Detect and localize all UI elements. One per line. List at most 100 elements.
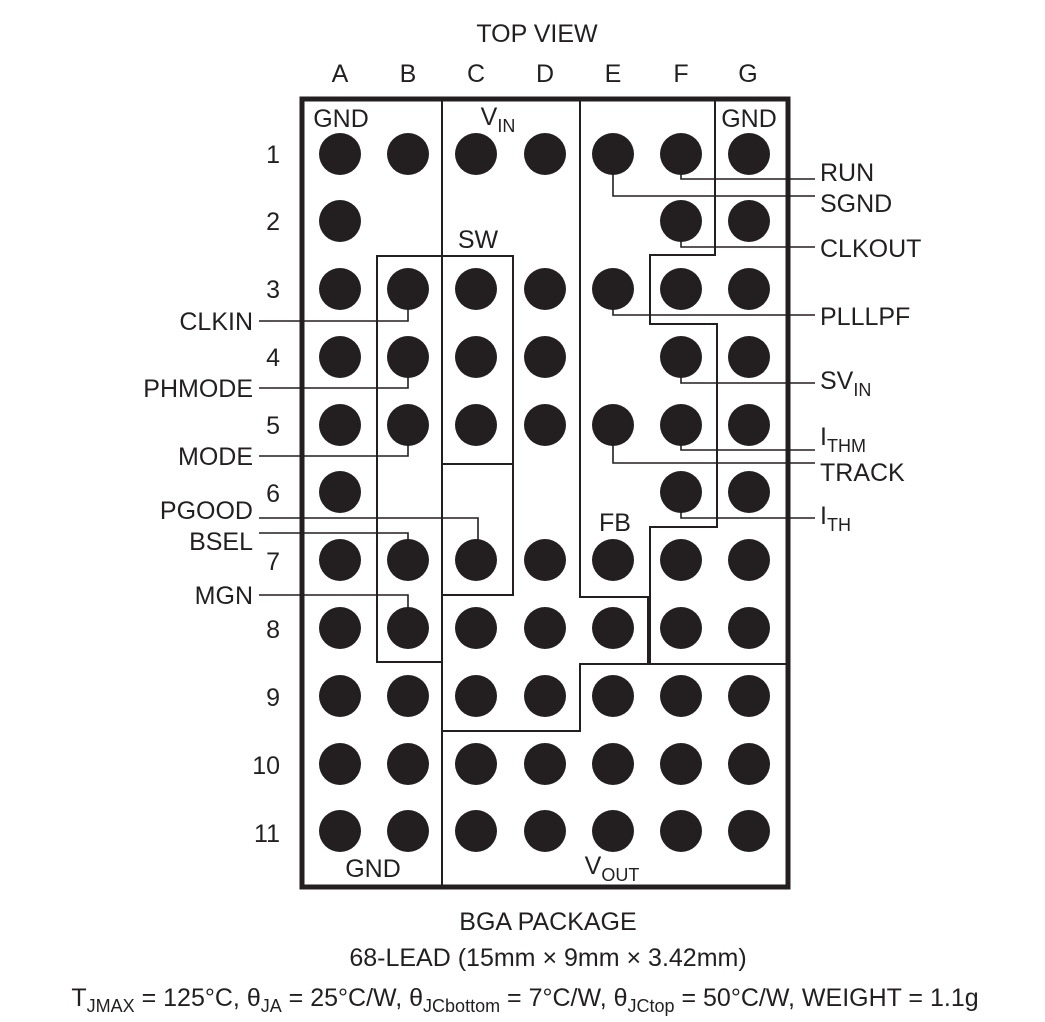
pin-label-sgnd: SGND bbox=[820, 190, 892, 218]
ball-B11 bbox=[387, 810, 429, 852]
ball-G11 bbox=[728, 810, 770, 852]
vout-sub: OUT bbox=[601, 865, 639, 885]
ball-D9 bbox=[524, 675, 566, 717]
pin-name: SV bbox=[820, 367, 854, 395]
leader-mgn bbox=[259, 594, 409, 612]
row-label: 10 bbox=[252, 752, 280, 780]
pin-name: CLKOUT bbox=[820, 235, 921, 263]
column-label: A bbox=[332, 60, 349, 88]
ball-F5 bbox=[660, 404, 702, 446]
pin-name: I bbox=[820, 502, 827, 530]
spec-sub: JCtop bbox=[628, 996, 675, 1016]
package-dimensions: 68-LEAD (15mm × 9mm × 3.42mm) bbox=[349, 944, 746, 972]
ball-G7 bbox=[728, 539, 770, 581]
region-label-vout: VOUT bbox=[585, 852, 640, 885]
ball-G5 bbox=[728, 404, 770, 446]
spec-sub: JMAX bbox=[87, 996, 135, 1016]
pin-label-phmode: PHMODE bbox=[143, 375, 253, 403]
ball-D10 bbox=[524, 743, 566, 785]
leader-plllpf bbox=[612, 305, 815, 316]
ball-A5 bbox=[319, 404, 361, 446]
right-pin-labels: RUN SGND CLKOUT PLLLPF SVIN ITHM TRACK I… bbox=[820, 159, 921, 535]
ball-G4 bbox=[728, 336, 770, 378]
leader-ith bbox=[680, 508, 815, 519]
row-label: 9 bbox=[266, 684, 280, 712]
ball-C9 bbox=[455, 675, 497, 717]
spec-val: = 25°C/W, bbox=[282, 984, 409, 1012]
ball-C10 bbox=[455, 743, 497, 785]
ball-B3 bbox=[387, 268, 429, 310]
ball-F10 bbox=[660, 743, 702, 785]
ball-D5 bbox=[524, 404, 566, 446]
ball-B7 bbox=[387, 539, 429, 581]
spec-val: = 125°C, bbox=[135, 984, 247, 1012]
ball-A7 bbox=[319, 539, 361, 581]
ball-A9 bbox=[319, 675, 361, 717]
region-label-fb: FB bbox=[599, 509, 631, 537]
vin-main: V bbox=[481, 103, 498, 131]
ball-D7 bbox=[524, 539, 566, 581]
ball-E11 bbox=[592, 810, 634, 852]
ball-D11 bbox=[524, 810, 566, 852]
spec-t: θ bbox=[409, 984, 423, 1012]
row-headers: 1 2 3 4 5 6 7 8 9 10 11 bbox=[252, 141, 280, 848]
sw-region bbox=[442, 255, 514, 465]
leader-pgood bbox=[259, 517, 479, 544]
row-label: 6 bbox=[266, 480, 280, 508]
ball-F1 bbox=[660, 133, 702, 175]
ball-B4 bbox=[387, 336, 429, 378]
row-label: 11 bbox=[254, 820, 280, 848]
spec-t: T bbox=[71, 984, 86, 1012]
pin-label-ith: ITH bbox=[820, 502, 851, 535]
column-label: E bbox=[605, 60, 622, 88]
ball-B1 bbox=[387, 133, 429, 175]
region-boundaries bbox=[376, 99, 788, 887]
region-label-gnd: GND bbox=[345, 855, 401, 883]
row-label: 5 bbox=[266, 412, 280, 440]
signal-box-left bbox=[376, 255, 442, 663]
ball-C1 bbox=[455, 133, 497, 175]
row-label: 1 bbox=[266, 141, 280, 169]
column-label: C bbox=[467, 60, 485, 88]
ball-F7 bbox=[660, 539, 702, 581]
spec-t: θ bbox=[614, 984, 628, 1012]
leader-bsel bbox=[259, 532, 409, 544]
region-label-sw: SW bbox=[458, 226, 499, 254]
ball-F2 bbox=[660, 200, 702, 242]
pin-label-pgood: PGOOD bbox=[160, 497, 253, 525]
pin-label-run: RUN bbox=[820, 159, 874, 187]
pin-label-bsel: BSEL bbox=[189, 528, 253, 556]
ball-A10 bbox=[319, 743, 361, 785]
ball-D1 bbox=[524, 133, 566, 175]
leader-svin bbox=[680, 373, 815, 384]
pin-label-svin: SVIN bbox=[820, 367, 871, 400]
pin-label-clkout: CLKOUT bbox=[820, 235, 921, 263]
region-label-gnd: GND bbox=[721, 105, 777, 133]
column-label: F bbox=[673, 60, 688, 88]
leader-track bbox=[612, 441, 815, 464]
row-label: 4 bbox=[266, 344, 280, 372]
row-label: 8 bbox=[266, 616, 280, 644]
column-label: G bbox=[738, 60, 757, 88]
spec-sub: JA bbox=[261, 996, 282, 1016]
ball-C11 bbox=[455, 810, 497, 852]
thermal-specs: TJMAX = 125°C, θJA = 25°C/W, θJCbottom =… bbox=[71, 984, 978, 1016]
spec-val: = 7°C/W, bbox=[500, 984, 614, 1012]
ball-A11 bbox=[319, 810, 361, 852]
pin-name: TRACK bbox=[820, 459, 905, 487]
left-pin-labels: CLKIN PHMODE MODE PGOOD BSEL MGN bbox=[143, 308, 253, 610]
ball-B8 bbox=[387, 607, 429, 649]
ball-D3 bbox=[524, 268, 566, 310]
column-label: B bbox=[400, 60, 417, 88]
ball-E7 bbox=[592, 539, 634, 581]
column-headers: A B C D E F G bbox=[332, 60, 758, 88]
pin-name: PLLLPF bbox=[820, 303, 910, 331]
pin-label-mode: MODE bbox=[178, 443, 253, 471]
ball-F11 bbox=[660, 810, 702, 852]
package-name: BGA PACKAGE bbox=[459, 908, 636, 936]
right-leader-lines bbox=[612, 170, 815, 519]
region-label-vin: VIN bbox=[481, 103, 516, 136]
ball-G6 bbox=[728, 471, 770, 513]
ball-E9 bbox=[592, 675, 634, 717]
divider-gnd-right bbox=[649, 99, 718, 664]
